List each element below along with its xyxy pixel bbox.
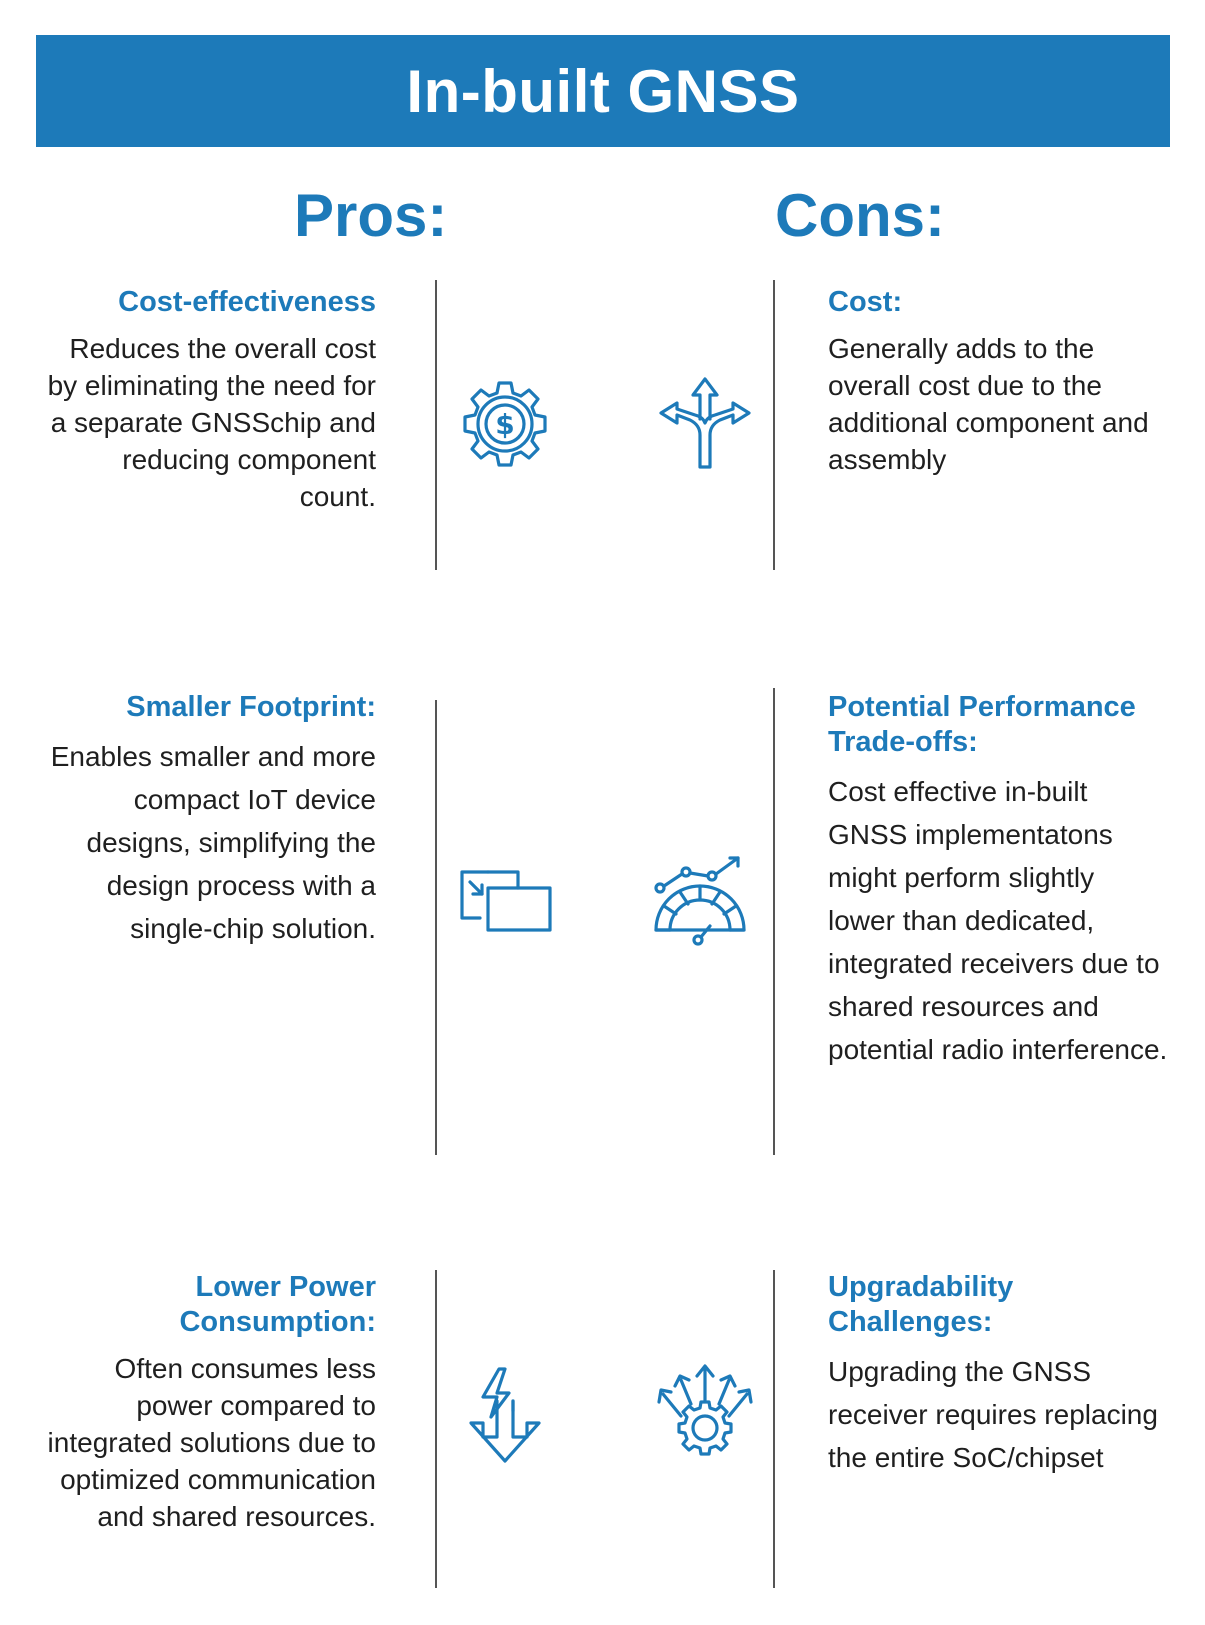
svg-text:$: $	[495, 408, 514, 441]
cons-divider	[773, 688, 775, 1155]
page-title: In-built GNSS	[406, 57, 800, 125]
pro-item: Lower Power Consumption: Often consumes …	[40, 1270, 376, 1535]
pros-divider	[435, 1270, 437, 1588]
con-item-body: Upgrading the GNSS receiver requires rep…	[828, 1356, 1158, 1473]
pros-heading: Pros:	[294, 182, 448, 249]
gear-arrows-up-icon	[655, 1360, 755, 1460]
title-banner: In-built GNSS	[36, 35, 1170, 147]
con-item: Cost: Generally adds to the overall cost…	[828, 285, 1168, 478]
con-item-title: Upgradability Challenges:	[828, 1271, 1014, 1338]
pro-item: Smaller Footprint: Enables smaller and m…	[40, 690, 376, 950]
con-item-title: Potential Performance Trade-offs:	[828, 691, 1136, 758]
pros-divider	[435, 700, 437, 1155]
con-item-body: Cost effective in-built GNSS implementat…	[828, 776, 1168, 1065]
cons-divider	[773, 1270, 775, 1588]
con-item: Potential Performance Trade-offs: Cost e…	[828, 690, 1168, 1071]
con-item-title: Cost:	[828, 286, 903, 318]
con-item-body: Generally adds to the overall cost due t…	[828, 333, 1149, 475]
con-item: Upgradability Challenges: Upgrading the …	[828, 1270, 1168, 1479]
split-arrows-icon	[655, 375, 755, 475]
gear-dollar-icon: $	[455, 375, 555, 475]
pro-item-title: Lower Power Consumption:	[179, 1271, 376, 1338]
pro-item: Cost-effectiveness Reduces the overall c…	[40, 285, 376, 515]
pros-divider	[435, 280, 437, 570]
lightning-down-arrow-icon	[455, 1365, 555, 1465]
pro-item-title: Smaller Footprint:	[126, 691, 376, 723]
gauge-trend-icon	[650, 850, 750, 950]
cons-heading: Cons:	[775, 182, 945, 249]
cons-divider	[773, 280, 775, 570]
pro-item-body: Reduces the overall cost by eliminating …	[47, 333, 376, 512]
pro-item-title: Cost-effectiveness	[118, 286, 376, 318]
resize-window-icon	[458, 860, 558, 960]
pro-item-body: Enables smaller and more compact IoT dev…	[50, 741, 376, 944]
pro-item-body: Often consumes less power compared to in…	[47, 1353, 376, 1532]
